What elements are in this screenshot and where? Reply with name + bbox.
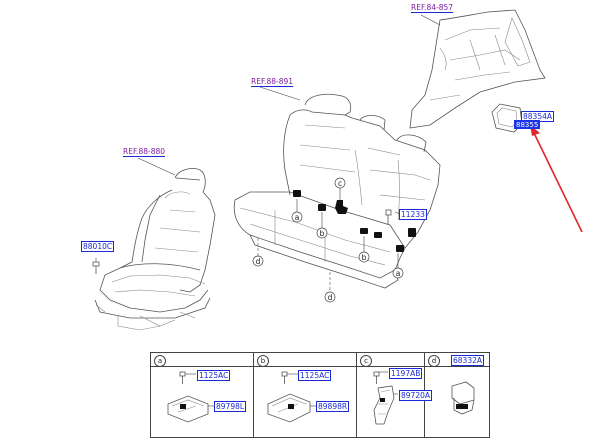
legend-c-bottom-part[interactable]: 89720A bbox=[399, 390, 432, 401]
legend-c-top-part[interactable]: 1197AB bbox=[389, 368, 423, 379]
cell-b-bolt bbox=[281, 371, 298, 384]
legend-cell-b-header bbox=[254, 353, 356, 367]
legend-cell-c: c 1197AB 89720A bbox=[357, 353, 432, 437]
front-seat bbox=[94, 168, 216, 331]
legend-cell-d-header bbox=[425, 353, 489, 367]
cell-a-bolt bbox=[179, 371, 196, 384]
callout-b1-text: b bbox=[320, 229, 325, 238]
rear-seat bbox=[233, 93, 441, 289]
part-label-88355-highlight[interactable]: 88355 bbox=[514, 120, 541, 129]
legend-cell-c-header bbox=[357, 353, 424, 367]
cell-a-bracket bbox=[167, 395, 214, 423]
legend-cell-b-letter: b bbox=[257, 355, 269, 367]
part-label-11233[interactable]: 11233 bbox=[399, 209, 427, 220]
cell-c-latch bbox=[373, 385, 398, 425]
callout-b2-text: b bbox=[362, 253, 367, 262]
quarter-trim-panel bbox=[409, 9, 546, 129]
callout-a: a bbox=[291, 211, 303, 223]
callout-b1: b bbox=[316, 227, 328, 239]
cell-d-clip bbox=[451, 381, 475, 415]
bolt-88010C bbox=[92, 258, 100, 274]
legend-cell-b: b 1125AC 89898R bbox=[254, 353, 357, 437]
legend-cell-d-letter: d bbox=[428, 355, 440, 367]
legend-b-top-part[interactable]: 1125AC bbox=[298, 370, 332, 381]
legend-cell-c-letter: c bbox=[360, 355, 372, 367]
red-arrow bbox=[530, 125, 583, 233]
seat-latch-hooks bbox=[293, 190, 416, 252]
callout-d1: d bbox=[252, 255, 264, 267]
callout-c-text: c bbox=[338, 179, 342, 188]
ref-trim-label[interactable]: REF.84-857 bbox=[411, 3, 454, 13]
cell-c-bolt bbox=[373, 371, 388, 384]
callout-d1-text: d bbox=[256, 257, 261, 266]
callout-b2: b bbox=[358, 251, 370, 263]
bolt-11233 bbox=[385, 209, 401, 224]
callout-a2: a bbox=[392, 267, 404, 279]
legend-a-top-part[interactable]: 1125AC bbox=[197, 370, 231, 381]
legend-a-bottom-part[interactable]: 89798L bbox=[214, 401, 247, 412]
ref-front-seat-label[interactable]: REF.88-880 bbox=[123, 147, 166, 157]
callout-d2-text: d bbox=[328, 293, 333, 302]
legend-cell-a-letter: a bbox=[154, 355, 166, 367]
legend-b-bottom-part[interactable]: 89898R bbox=[316, 401, 350, 412]
callout-a-text: a bbox=[295, 213, 300, 222]
legend-cell-a-header bbox=[151, 353, 253, 367]
cell-b-bracket bbox=[267, 393, 316, 423]
callout-d2: d bbox=[324, 291, 336, 303]
part-label-88010C[interactable]: 88010C bbox=[81, 241, 115, 252]
ref-rear-seat-label[interactable]: REF.88-891 bbox=[251, 77, 294, 87]
legend-cell-d: d 68332A bbox=[425, 353, 489, 437]
legend-cell-a: a 1125AC 89798L bbox=[151, 353, 254, 437]
legend-d-top-part[interactable]: 68332A bbox=[451, 355, 484, 366]
callout-a2-text: a bbox=[396, 269, 401, 278]
parts-legend-table: a 1125AC 89798L b 1125AC 89898R c 1197AB… bbox=[150, 352, 490, 438]
callout-c: c bbox=[334, 177, 346, 189]
